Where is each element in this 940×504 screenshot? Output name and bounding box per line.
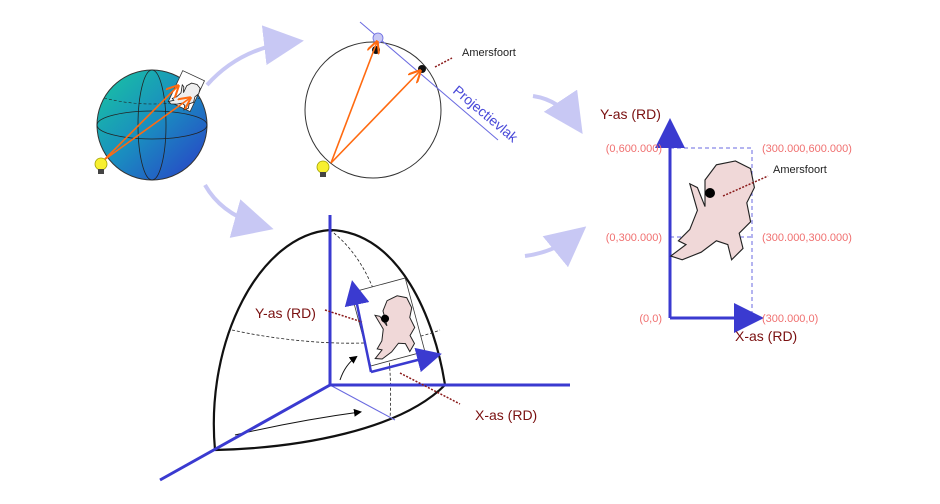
coord-mid-right: (300.000,300.000) xyxy=(762,232,852,244)
netherlands-map xyxy=(669,160,756,261)
y-axis-label-3d: Y-as (RD) xyxy=(255,305,316,321)
projection-card-3d xyxy=(350,277,426,367)
projection-circle: Amersfoort Projectievlak xyxy=(304,21,522,179)
coord-mid-left: (0,300.000) xyxy=(606,232,662,244)
amersfoort-label-top: Amersfoort xyxy=(462,47,516,59)
x-axis-label-2d: X-as (RD) xyxy=(735,328,797,344)
coord-bottom-right: (300.000,0) xyxy=(762,313,818,325)
coord-top-right: (300.000,600.000) xyxy=(762,143,852,155)
x-axis-label-3d: X-as (RD) xyxy=(475,407,537,423)
coord-origin: (0,0) xyxy=(639,313,662,325)
flow-arrow-globe-to-dome xyxy=(203,183,274,238)
flow-arrow-dome-to-map xyxy=(524,226,587,268)
flow-arrows xyxy=(203,25,587,268)
y-axis-label-2d: Y-as (RD) xyxy=(600,106,661,122)
globe xyxy=(94,69,208,181)
dome-3d: Y-as (RD) X-as (RD) xyxy=(159,215,570,482)
light-bulb-icon xyxy=(316,160,330,178)
amersfoort-label-map: Amersfoort xyxy=(773,164,827,176)
rd-map-2d: Amersfoort Y-as (RD) X-as (RD) (0,600.00… xyxy=(600,106,852,344)
z-axis-3d xyxy=(159,383,331,482)
projection-plane-label: Projectievlak xyxy=(450,82,522,146)
flow-arrow-globe-to-circle xyxy=(205,25,304,87)
coord-top-left: (0,600.000) xyxy=(606,143,662,155)
light-bulb-icon xyxy=(94,157,108,175)
flow-arrow-circle-to-map xyxy=(532,89,583,134)
